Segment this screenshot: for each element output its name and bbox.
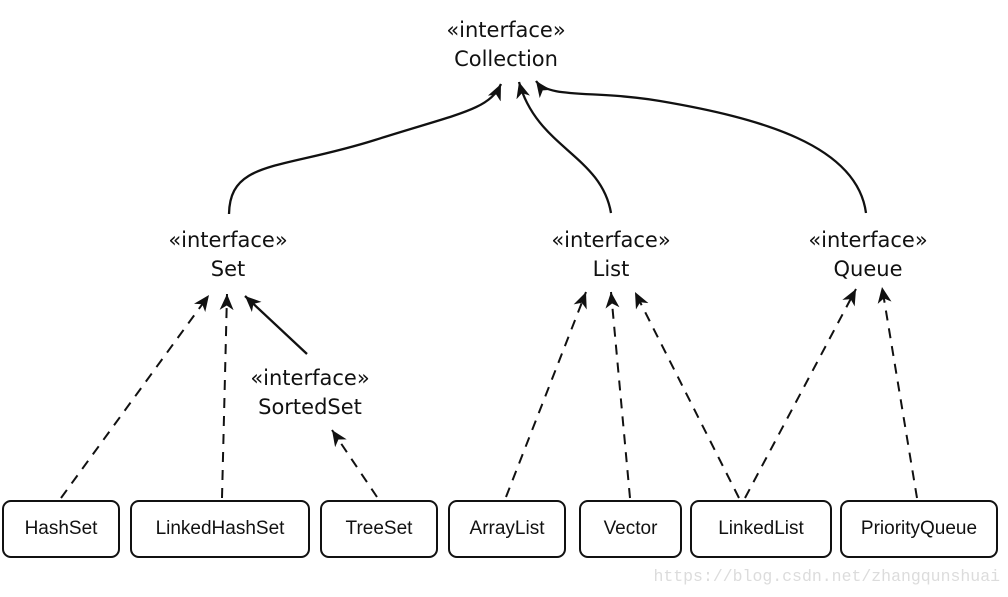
class-label-linkedlist: LinkedList [718,518,804,539]
edge-queue-extends-collection [535,80,868,214]
class-box-linkedhashset: LinkedHashSet [130,500,310,558]
interface-list-name: List [592,257,630,281]
interface-queue: «interface» Queue [758,226,978,284]
interface-collection-name: Collection [454,47,558,71]
interface-set-name: Set [210,257,246,281]
class-box-treeset: TreeSet [320,500,438,558]
edge-treeset-implements-sortedset [331,429,378,498]
class-label-hashset: HashSet [24,518,98,539]
class-box-vector: Vector [579,500,682,558]
watermark-url: https://blog.csdn.net/zhangqunshuai [653,567,1000,586]
class-box-hashset: HashSet [2,500,120,558]
edge-list-extends-collection [516,81,613,214]
class-box-linkedlist: LinkedList [690,500,832,558]
interface-list: «interface» List [501,226,721,284]
edge-hashset-implements-set [60,294,210,499]
class-label-vector: Vector [603,518,658,539]
interface-set: «interface» Set [118,226,338,284]
interface-sortedset: «interface» SortedSet [200,364,420,422]
class-label-priorityqueue: PriorityQueue [860,518,978,539]
edge-linkedlist-implements-list [634,291,740,499]
interface-collection-stereotype: «interface» [446,18,566,42]
interface-set-stereotype: «interface» [168,228,288,252]
class-label-linkedhashset: LinkedHashSet [155,518,285,539]
edge-vector-implements-list [605,291,631,499]
edge-sortedset-extends-set [244,295,308,355]
interface-sortedset-stereotype: «interface» [250,366,370,390]
class-label-arraylist: ArrayList [469,518,545,539]
edge-set-extends-collection [227,83,503,215]
interface-sortedset-name: SortedSet [258,395,362,419]
edge-arraylist-implements-list [505,291,587,498]
interface-list-stereotype: «interface» [551,228,671,252]
interface-collection: «interface» Collection [396,16,616,74]
interface-queue-name: Queue [833,257,903,281]
edge-linkedhashset-implements-set [219,293,234,499]
class-label-treeset: TreeSet [345,518,413,539]
edge-linkedlist-implements-queue [744,288,857,499]
interface-queue-stereotype: «interface» [808,228,928,252]
class-box-arraylist: ArrayList [448,500,566,558]
class-box-priorityqueue: PriorityQueue [840,500,998,558]
edge-priorityqueue-implements-queue [877,286,918,499]
